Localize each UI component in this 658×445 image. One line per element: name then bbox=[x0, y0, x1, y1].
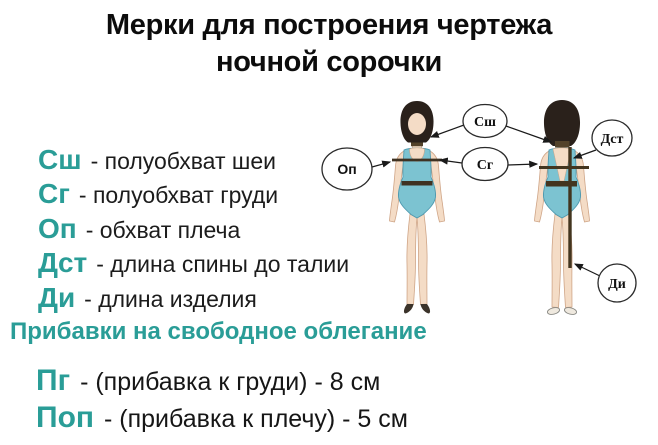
measurement-desc: - длина изделия bbox=[84, 285, 257, 312]
measurement-desc: - длина спины до талии bbox=[96, 251, 350, 278]
figure-front-view bbox=[389, 101, 445, 314]
front-neck-tape bbox=[411, 142, 423, 147]
allowances-list: Пг - (прибавка к груди) - 8 см Поп - (пр… bbox=[36, 364, 408, 437]
front-face bbox=[408, 113, 426, 135]
callout-item-length: Ди bbox=[597, 263, 637, 303]
arrow-dst-to-spine bbox=[572, 149, 597, 159]
back-left-leg bbox=[551, 213, 563, 308]
measurement-desc: - полуобхват груди bbox=[78, 182, 279, 209]
callout-arrows bbox=[371, 124, 601, 277]
callout-chest-label: Сг bbox=[477, 158, 493, 173]
arrow-chest-to-front bbox=[438, 157, 463, 165]
callout-arm: Оп bbox=[321, 147, 373, 191]
allowances-heading: Прибавки на свободное облегание bbox=[10, 318, 427, 345]
front-left-leg bbox=[406, 213, 418, 305]
callout-back-to-waist: Дст bbox=[591, 119, 633, 157]
arrow-neck-to-front bbox=[429, 124, 465, 138]
callout-item-length-label: Ди bbox=[608, 277, 626, 292]
measurement-desc: - полуобхват шеи bbox=[90, 148, 276, 174]
list-item: Дст - длина спины до талии bbox=[38, 247, 349, 281]
front-right-sandal bbox=[420, 304, 431, 314]
front-left-sandal bbox=[403, 304, 414, 314]
callout-neck-ellipse bbox=[462, 103, 508, 139]
callout-back-to-waist-label: Дст bbox=[601, 132, 624, 147]
list-item: Сш - полуобхват шеи bbox=[38, 144, 349, 178]
callout-chest-ellipse bbox=[461, 146, 509, 182]
callout-item-length-circle bbox=[597, 263, 637, 303]
measurement-abbr: Дст bbox=[38, 247, 88, 279]
list-item: Сг - полуобхват груди bbox=[38, 178, 349, 212]
list-item: Пг - (прибавка к груди) - 8 см bbox=[36, 364, 408, 401]
measurement-desc: - обхват плеча bbox=[85, 216, 241, 243]
back-hair bbox=[543, 100, 581, 146]
back-opening bbox=[552, 147, 572, 182]
callout-back-to-waist-ellipse bbox=[591, 119, 633, 157]
arrow-chest-to-back bbox=[507, 160, 539, 168]
measurement-abbr: Ди bbox=[38, 281, 76, 313]
measurement-abbr: Сг bbox=[38, 178, 70, 210]
measurement-abbr: Сш bbox=[38, 144, 82, 175]
back-right-foot bbox=[563, 307, 578, 315]
title-line-2: ночной сорочки bbox=[216, 46, 442, 78]
arrow-neck-to-back bbox=[505, 125, 553, 143]
arrow-arm-to-front bbox=[371, 160, 392, 168]
callout-arm-label: Оп bbox=[337, 161, 356, 177]
allowance-abbr: Поп bbox=[36, 400, 95, 434]
back-waist-tape bbox=[546, 181, 577, 187]
callout-chest: Сг bbox=[461, 146, 509, 182]
allowance-desc: - (прибавка к груди) - 8 см bbox=[80, 368, 381, 396]
measurement-definitions: Сш - полуобхват шеи Сг - полуобхват груд… bbox=[38, 144, 349, 316]
back-neck-tape bbox=[555, 141, 570, 148]
page-title: Мерки для построения чертежа ночной соро… bbox=[0, 7, 658, 81]
front-hair-fringe bbox=[407, 106, 427, 119]
front-right-leg bbox=[416, 213, 428, 305]
arrow-di-to-spine bbox=[573, 263, 601, 277]
figure-back-view bbox=[534, 100, 590, 315]
list-item: Оп - обхват плеча bbox=[38, 213, 349, 247]
measurement-abbr: Оп bbox=[38, 212, 77, 244]
back-left-foot bbox=[546, 307, 561, 315]
callout-arm-ellipse bbox=[321, 147, 373, 191]
allowance-abbr: Пг bbox=[36, 364, 71, 397]
front-waist-tape bbox=[401, 181, 433, 186]
front-neckline bbox=[409, 147, 425, 162]
measurement-diagram: Сш Сг Оп Дст Ди bbox=[321, 100, 637, 315]
callout-neck-label: Сш bbox=[474, 115, 496, 130]
callout-neck: Сш bbox=[462, 103, 508, 139]
allowance-desc: - (прибавка к плечу) - 5 см bbox=[104, 404, 408, 433]
title-line-1: Мерки для построения чертежа bbox=[105, 9, 553, 41]
list-item: Ди - длина изделия bbox=[38, 282, 349, 316]
list-item: Поп - (прибавка к плечу) - 5 см bbox=[36, 401, 408, 438]
